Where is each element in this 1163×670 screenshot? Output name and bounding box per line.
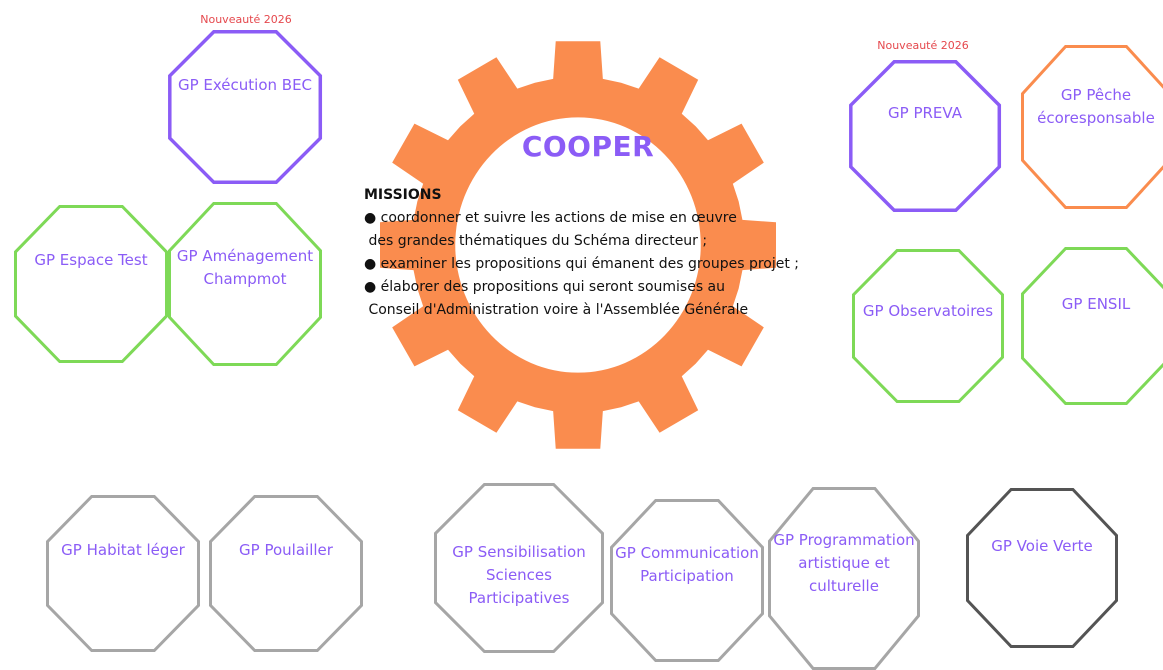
- node-gp-preva: GP PREVA: [849, 60, 1002, 213]
- node-gp-sensibilisation: GP Sensibilisation Sciences Participativ…: [434, 483, 604, 653]
- octagon-shape: [966, 488, 1118, 648]
- bullet-icon: ●: [364, 210, 377, 226]
- node-label: GP Aménagement Champmot: [176, 247, 314, 288]
- octagon-shape: [14, 205, 168, 363]
- node-label: GP Communication Participation: [615, 544, 759, 585]
- node-gp-execution-bec: GP Exécution BEC: [168, 30, 323, 185]
- gear-body: [380, 41, 776, 449]
- node-gp-communication: GP Communication Participation: [610, 499, 764, 662]
- node-label: GP Programmation artistique et culturell…: [773, 531, 915, 595]
- node-gp-observatoires: GP Observatoires: [852, 249, 1004, 403]
- node-gp-amenagement-champmot: GP Aménagement Champmot: [168, 202, 322, 366]
- node-label: GP Poulailler: [239, 541, 333, 559]
- gear-icon: [380, 41, 776, 449]
- octagon-outline: [168, 30, 323, 185]
- octagon-outline: [14, 205, 168, 363]
- mission-text: coordonner et suivre les actions de mise…: [380, 210, 737, 226]
- octagon-outline: [1021, 247, 1163, 405]
- octagon-outline: [1021, 45, 1163, 209]
- node-label: GP Espace Test: [34, 251, 148, 269]
- node-label: GP Sensibilisation Sciences Participativ…: [452, 543, 586, 607]
- octagon-shape: [168, 202, 322, 366]
- cooper-title: COOPER: [521, 130, 655, 163]
- mission-text: élaborer des propositions qui seront sou…: [380, 279, 726, 295]
- octagon-outline: [46, 495, 200, 652]
- new-2026-tag: Nouveauté 2026: [200, 13, 292, 26]
- octagon-shape: [852, 249, 1004, 403]
- mission-line: Conseil d'Administration voire à l'Assem…: [364, 299, 854, 322]
- octagon-outline: [168, 202, 322, 366]
- mission-text: Conseil d'Administration voire à l'Assem…: [368, 302, 749, 318]
- missions-heading: MISSIONS: [364, 187, 442, 203]
- missions-block: MISSIONS ● coordonner et suivre les acti…: [364, 184, 854, 322]
- octagon-outline: [610, 499, 764, 662]
- node-gp-peche-ecoresponsable: GP Pêche écoresponsable: [1021, 45, 1163, 209]
- octagon-outline: [852, 249, 1004, 403]
- mission-line: des grandes thématiques du Schéma direct…: [364, 230, 854, 253]
- octagon-outline: [849, 60, 1002, 213]
- node-label: GP Pêche écoresponsable: [1037, 86, 1155, 127]
- octagon-shape: [768, 487, 920, 670]
- octagon-shape: [610, 499, 764, 662]
- node-label: GP Voie Verte: [991, 537, 1093, 555]
- bullet-icon: ●: [364, 256, 377, 272]
- octagon-outline: [209, 495, 363, 652]
- octagon-shape: [1021, 45, 1163, 209]
- node-gp-programmation: GP Programmation artistique et culturell…: [768, 487, 920, 670]
- mission-line: ● élaborer des propositions qui seront s…: [364, 276, 854, 299]
- octagon-outline: [966, 488, 1118, 648]
- mission-line: ● examiner les propositions qui émanent …: [364, 253, 854, 276]
- new-2026-tag: Nouveauté 2026: [877, 39, 969, 52]
- octagon-shape: [849, 60, 1002, 213]
- node-label: GP Habitat léger: [61, 541, 185, 559]
- node-gp-espace-test: GP Espace Test: [14, 205, 168, 363]
- octagon-outline: [768, 487, 920, 670]
- node-gp-voie-verte: GP Voie Verte: [966, 488, 1118, 648]
- octagon-outline: [434, 483, 604, 653]
- bullet-icon: ●: [364, 279, 377, 295]
- octagon-shape: [209, 495, 363, 652]
- octagon-shape: [1021, 247, 1163, 405]
- node-label: GP Observatoires: [862, 302, 994, 320]
- mission-text: des grandes thématiques du Schéma direct…: [368, 233, 708, 249]
- mission-line: ● coordonner et suivre les actions de mi…: [364, 207, 854, 230]
- octagon-shape: [168, 30, 323, 185]
- node-gp-habitat-leger: GP Habitat léger: [46, 495, 200, 652]
- octagon-shape: [46, 495, 200, 652]
- octagon-shape: [434, 483, 604, 653]
- node-label: GP PREVA: [888, 104, 962, 122]
- mission-text: examiner les propositions qui émanent de…: [380, 256, 800, 272]
- node-gp-ensil: GP ENSIL: [1021, 247, 1163, 405]
- node-gp-poulailler: GP Poulailler: [209, 495, 363, 652]
- node-label: GP Exécution BEC: [177, 76, 313, 94]
- node-label: GP ENSIL: [1061, 295, 1131, 313]
